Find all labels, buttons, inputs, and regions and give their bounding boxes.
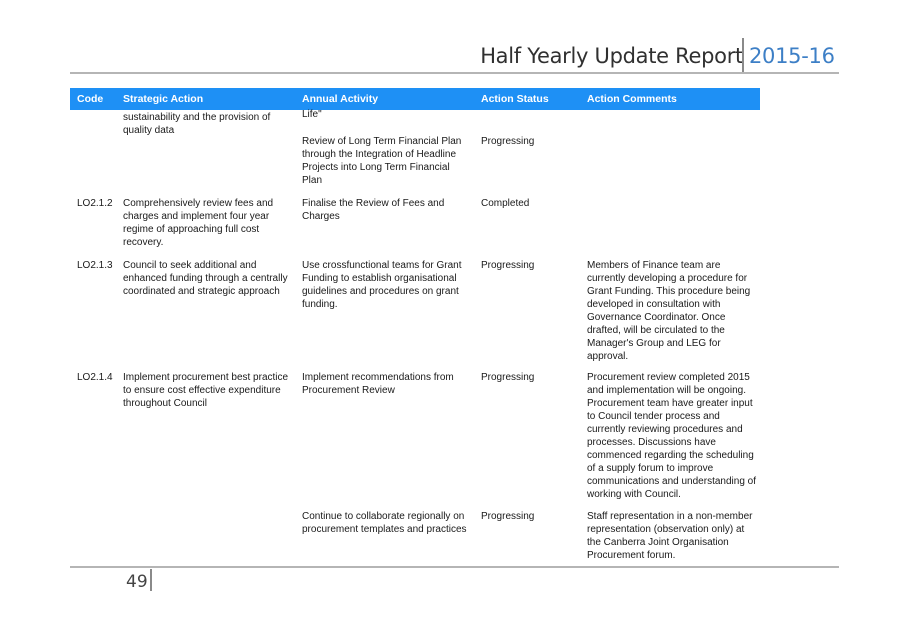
cell-strategic-action: sustainability and the provision of qual…	[123, 112, 271, 136]
cell-annual-activity: Finalise the Review of Fees and Charges	[302, 198, 445, 222]
report-year: 2015-16	[749, 44, 835, 68]
column-header-strategic-action: Strategic Action	[123, 93, 204, 105]
page-number: 49	[126, 572, 148, 592]
table-row: Continue to collaborate regionally on pr…	[70, 510, 760, 566]
report-title: Half Yearly Update Report	[480, 44, 743, 68]
cell-action-comments: Members of Finance team are currently de…	[587, 260, 751, 362]
table-row: LO2.1.3 Council to seek additional and e…	[70, 259, 760, 371]
cell-action-status: Completed	[481, 198, 530, 209]
table-row: LO2.1.4 Implement procurement best pract…	[70, 371, 760, 510]
table-row: sustainability and the provision of qual…	[70, 109, 760, 136]
table-row: LO2.1.2 Comprehensively review fees and …	[70, 197, 760, 259]
cell-strategic-action: Implement procurement best practice to e…	[123, 372, 289, 409]
column-header-action-comments: Action Comments	[587, 93, 677, 105]
cell-action-status: Progressing	[481, 136, 535, 147]
header-separator	[742, 38, 744, 72]
column-header-annual-activity: Annual Activity	[302, 93, 379, 105]
cell-annual-activity: Continue to collaborate regionally on pr…	[302, 511, 467, 535]
cell-annual-activity: Use crossfunctional teams for Grant Fund…	[302, 260, 462, 310]
cell-annual-activity: Implement recommendations from Procureme…	[302, 372, 454, 396]
footer-rule	[70, 566, 839, 568]
cell-action-status: Progressing	[481, 260, 535, 271]
cell-strategic-action: Council to seek additional and enhanced …	[123, 260, 288, 297]
cell-action-status: Progressing	[481, 372, 535, 383]
cell-action-comments: Procurement review completed 2015 and im…	[587, 372, 756, 500]
table-row: Review of Long Term Financial Plan throu…	[70, 135, 760, 197]
page-number-separator	[150, 569, 152, 591]
cell-strategic-action: Comprehensively review fees and charges …	[123, 198, 274, 248]
cell-code: LO2.1.2	[77, 198, 113, 209]
header-rule	[70, 72, 839, 74]
cell-code: LO2.1.3	[77, 260, 113, 271]
table-header: Code Strategic Action Annual Activity Ac…	[70, 88, 760, 110]
column-header-action-status: Action Status	[481, 93, 549, 105]
action-table: Code Strategic Action Annual Activity Ac…	[70, 88, 760, 566]
cell-annual-activity: Review of Long Term Financial Plan throu…	[302, 136, 462, 186]
cell-action-comments: Staff representation in a non-member rep…	[587, 511, 753, 561]
page-header: Half Yearly Update Report 2015-16	[0, 0, 909, 75]
column-header-code: Code	[77, 93, 104, 105]
cell-action-status: Progressing	[481, 511, 535, 522]
cell-code: LO2.1.4	[77, 372, 113, 383]
cell-annual-activity: Life"	[302, 109, 322, 120]
